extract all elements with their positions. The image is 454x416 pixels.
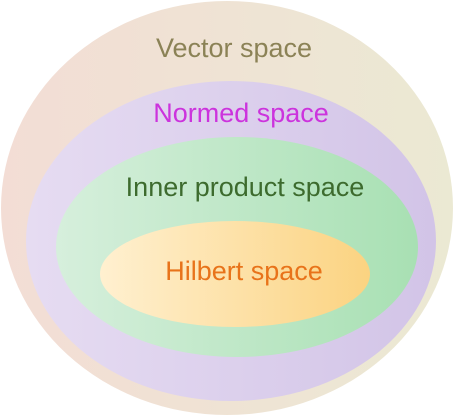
hilbert-space-region (100, 221, 370, 327)
vector-space-label: Vector space (156, 33, 312, 63)
hilbert-space-label: Hilbert space (165, 256, 323, 286)
inner-product-space-label: Inner product space (126, 172, 365, 202)
normed-space-label: Normed space (153, 98, 329, 128)
